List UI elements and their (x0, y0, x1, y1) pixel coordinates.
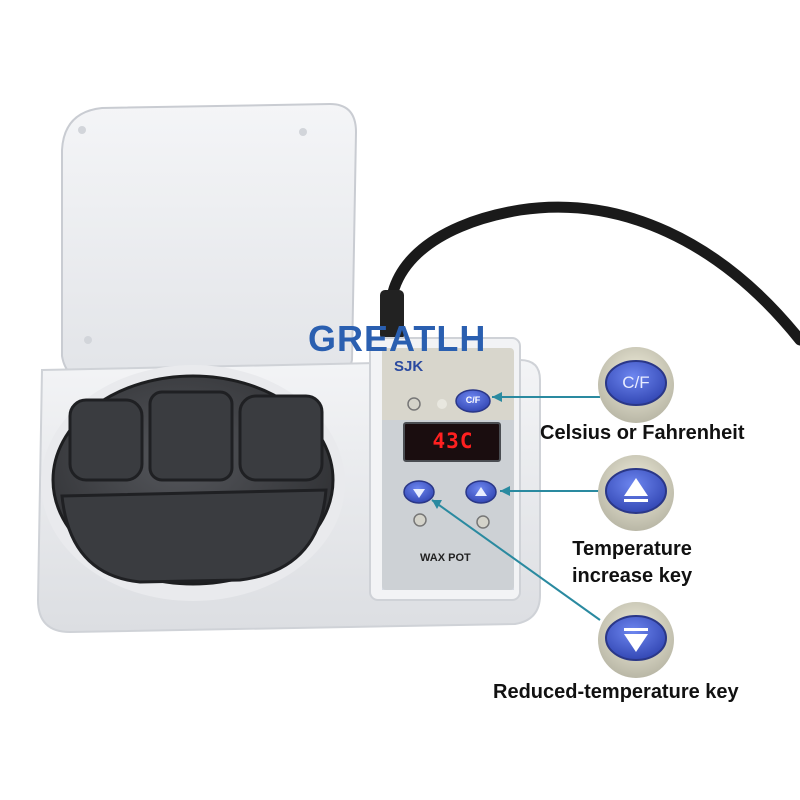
zoom-cf-key (605, 360, 667, 406)
increase-key-caption: Temperature increase key (572, 536, 692, 590)
cf-key[interactable] (455, 389, 491, 413)
pot-compartment-3 (238, 394, 324, 482)
cf-key-label: C/F (465, 395, 481, 405)
reduce-leader-line (431, 499, 601, 621)
lid-peg-lower (84, 336, 92, 344)
cf-leader-arrow (492, 392, 502, 402)
set-indicator (413, 513, 427, 527)
power-cord (384, 201, 800, 346)
watermark-text: GREATLH (308, 318, 487, 359)
increase-key-caption-line1: Temperature (572, 538, 692, 560)
zoom-cf-key-label: C/F (622, 373, 650, 392)
increase-arrow-icon (475, 487, 487, 496)
brand-logo: SJK (394, 358, 424, 375)
pot-compartment-4 (60, 488, 328, 584)
decrease-arrow-icon (413, 489, 425, 498)
temperature-readout: 43C (432, 429, 474, 453)
confirm-indicator (476, 515, 490, 529)
pot-compartment-1 (68, 398, 144, 482)
power-indicator (407, 397, 421, 411)
cf-key-caption: Celsius or Fahrenheit (540, 422, 745, 444)
lid-peg-left (78, 126, 86, 134)
model-label: WAX POT (420, 552, 471, 564)
zoom-reduce-arrow-icon (624, 634, 648, 652)
temperature-display (403, 422, 501, 462)
zoom-increase-bar-icon (624, 499, 648, 502)
reduce-key-caption: Reduced-temperature key (493, 681, 739, 703)
zoom-increase-arrow-icon (624, 478, 648, 496)
cord-plug (380, 290, 404, 340)
heat-indicator-light (437, 399, 447, 409)
zoom-reduce-bar-icon (624, 628, 648, 631)
reduce-leader-arrow (432, 500, 442, 509)
lid-peg-right (299, 128, 307, 136)
pot-compartment-2 (148, 390, 234, 482)
increase-key-caption-line2: increase key (572, 565, 693, 587)
increase-leader-arrow (500, 486, 510, 496)
